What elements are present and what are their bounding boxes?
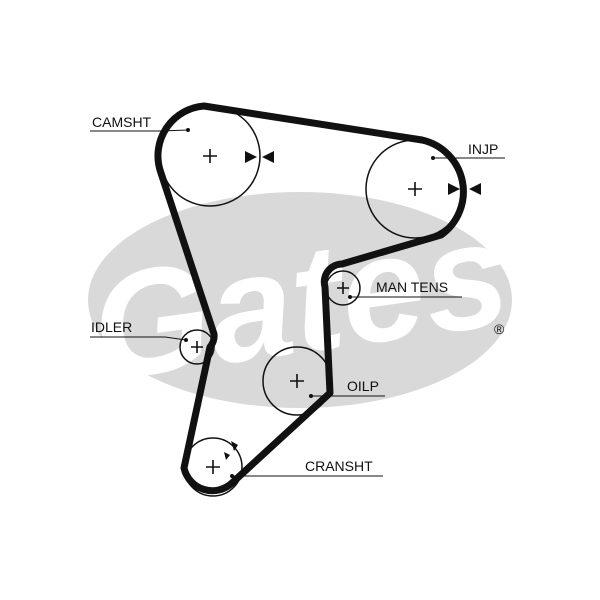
timing-mark-icon xyxy=(245,151,274,163)
idler-pulley xyxy=(179,329,215,365)
crosshair-icon xyxy=(337,282,349,294)
camshaft-leader xyxy=(90,129,189,132)
watermark-registered-mark: ® xyxy=(494,321,505,337)
crosshair-icon xyxy=(290,374,304,388)
crankshaft-pulley xyxy=(183,437,243,497)
crankshaft-label: CRANSHT xyxy=(305,458,373,474)
idler-leader xyxy=(90,336,187,341)
injection-pump-label: INJP xyxy=(468,141,498,157)
leader-lines xyxy=(90,128,505,478)
manual-tensioner-pulley xyxy=(325,270,361,306)
idler-label: IDLER xyxy=(91,319,132,335)
oil-pump-pulley xyxy=(262,346,332,416)
manual-tensioner-label: MAN TENS xyxy=(376,279,448,295)
camshaft-label: CAMSHT xyxy=(92,114,152,130)
crosshair-icon xyxy=(191,341,203,353)
timing-belt xyxy=(154,102,467,495)
injection-pump-pulley xyxy=(365,139,481,239)
timing-mark-icon xyxy=(224,441,238,460)
oil-pump-label: OILP xyxy=(347,378,379,394)
crosshair-icon xyxy=(408,182,422,196)
camshaft-pulley xyxy=(159,105,274,207)
crosshair-icon xyxy=(203,149,217,163)
crosshair-icon xyxy=(206,460,220,474)
timing-mark-icon xyxy=(448,183,481,195)
